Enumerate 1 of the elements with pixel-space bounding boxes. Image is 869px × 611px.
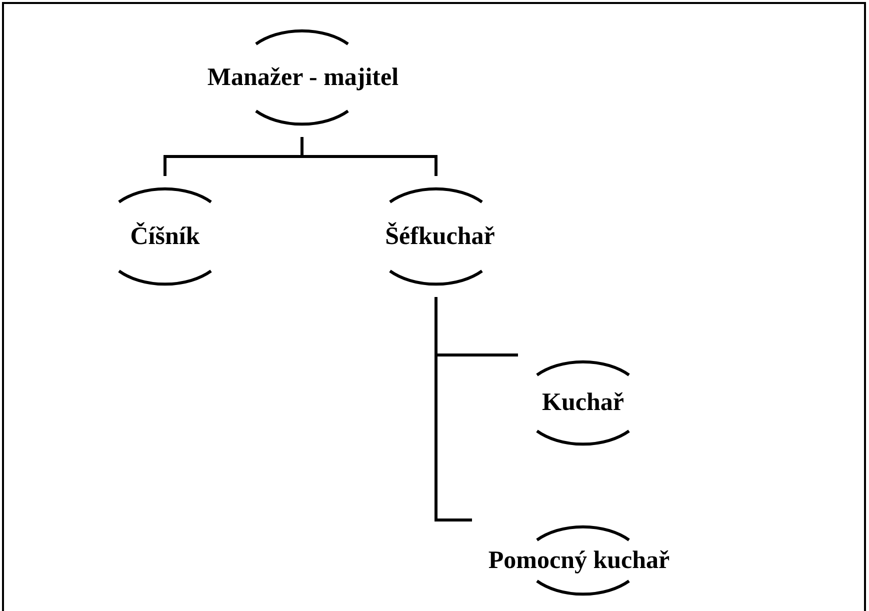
connector-line: [434, 297, 472, 522]
